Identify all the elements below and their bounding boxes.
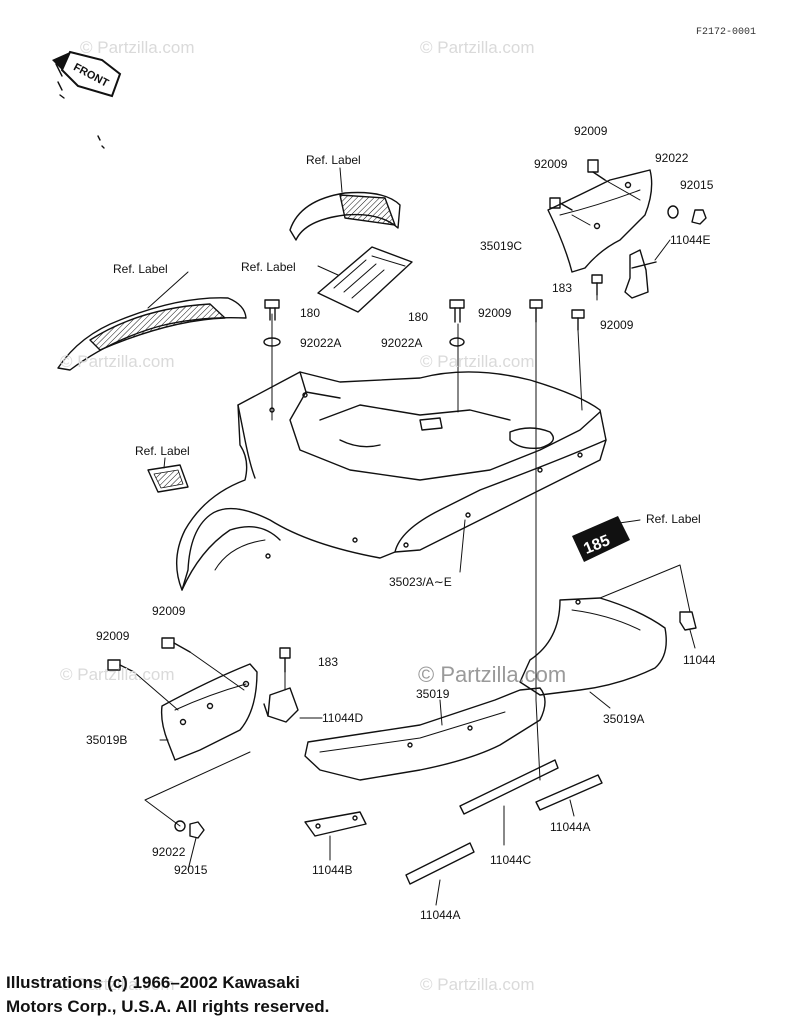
watermark: © Partzilla.com — [420, 975, 535, 994]
floor-panel-35019 — [304, 687, 546, 781]
callout-92009: 92009 — [574, 124, 608, 138]
callout-11044D: 11044D — [322, 711, 364, 725]
callout-11044A: 11044A — [550, 820, 591, 834]
side-cover-35019B — [160, 663, 258, 761]
leader-lines — [133, 167, 696, 906]
callout-180: 180 — [408, 310, 429, 324]
callout-11044C: 11044C — [490, 853, 532, 867]
callout-35023: 35023/A∼E — [389, 575, 452, 589]
strip-11044A-upper — [535, 774, 603, 811]
hardware — [107, 159, 707, 839]
strip-11044A-lower — [405, 842, 475, 885]
callout-92022: 92022 — [152, 845, 186, 859]
watermark: © Partzilla.com — [60, 975, 175, 994]
watermark: © Partzilla.com — [60, 352, 175, 371]
bracket-11044 — [679, 611, 697, 631]
bracket-11044B — [304, 811, 367, 837]
ref-label-decal-left — [57, 297, 247, 371]
copyright-notice: Illustrations (c) 1966–2002 Kawasaki Mot… — [6, 971, 329, 1019]
figure-code: F2172-0001 — [696, 27, 757, 38]
callout-92009: 92009 — [152, 604, 186, 618]
callout-92015: 92015 — [174, 863, 208, 877]
callout-35019B: 35019B — [86, 733, 128, 747]
strip-11044C — [459, 759, 559, 815]
copyright-line-1: Illustrations (c) 1966–2002 Kawasaki — [6, 973, 300, 992]
bracket-11044D — [263, 687, 299, 723]
front-arrow-badge: FRONT — [52, 50, 122, 98]
callout-11044A: 11044A — [420, 908, 461, 922]
callout-92022: 92022 — [655, 151, 689, 165]
model-185-decal: 185 — [572, 516, 630, 562]
callout-11044E: 11044E — [670, 233, 711, 247]
callout-92022A: 92022A — [381, 336, 423, 350]
side-cover-35019C — [547, 169, 653, 273]
front-arrow-ticks — [55, 63, 105, 149]
callout-ref-label-right: Ref. Label — [646, 512, 701, 526]
watermark: © Partzilla.com — [420, 352, 535, 371]
callout-92009: 92009 — [534, 157, 568, 171]
callout-ref-label-left: Ref. Label — [113, 262, 168, 276]
callout-11044B: 11044B — [312, 863, 353, 877]
callout-ref-label-mid: Ref. Label — [241, 260, 296, 274]
floor-panel-35019A — [519, 597, 667, 696]
watermark-center: © Partzilla.com — [418, 662, 567, 687]
ref-label-decal-top — [289, 191, 401, 241]
callout-92009: 92009 — [96, 629, 130, 643]
bracket-11044E — [624, 249, 657, 299]
callout-180: 180 — [300, 306, 321, 320]
callout-35019C: 35019C — [480, 239, 523, 253]
callout-92009: 92009 — [478, 306, 512, 320]
callout-35019A: 35019A — [603, 712, 645, 726]
callout-35019: 35019 — [416, 687, 450, 701]
callout-ref-label-top: Ref. Label — [306, 153, 361, 167]
ref-label-decal-small — [147, 464, 189, 493]
callout-183: 183 — [552, 281, 573, 295]
callout-ref-label-small: Ref. Label — [135, 444, 190, 458]
ref-label-decal-sheet — [317, 246, 413, 313]
watermark: © Partzilla.com — [60, 665, 175, 684]
watermark: © Partzilla.com — [420, 38, 535, 57]
watermark: © Partzilla.com — [80, 38, 195, 57]
rear-fender-body — [176, 371, 607, 591]
callout-92015: 92015 — [680, 178, 714, 192]
callout-11044: 11044 — [683, 653, 716, 667]
callout-183: 183 — [318, 655, 339, 669]
callout-92022A: 92022A — [300, 336, 342, 350]
callout-92009: 92009 — [600, 318, 634, 332]
copyright-line-2: Motors Corp., U.S.A. All rights reserved… — [6, 997, 330, 1016]
